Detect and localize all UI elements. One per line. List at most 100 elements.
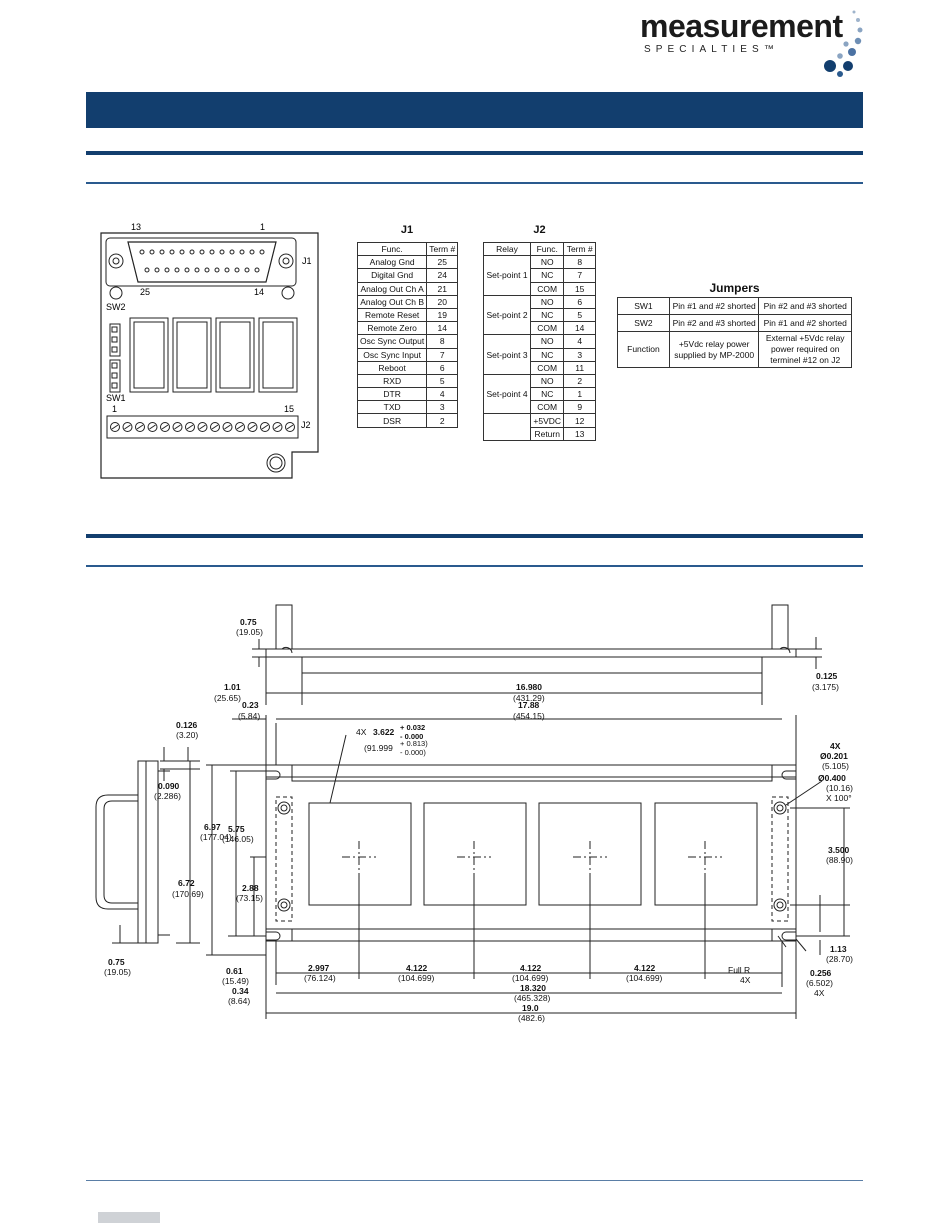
- j2-term-cell: 3: [563, 347, 596, 362]
- dim-0126-label: 0.126: [176, 720, 198, 730]
- j2-term-cell: 5: [563, 307, 596, 323]
- j2-func-cell: +5VDC: [530, 413, 565, 428]
- jumper-option-b-cell: External +5Vdc relay power required on t…: [758, 331, 852, 368]
- csk-angle-label: X 100°: [826, 793, 852, 803]
- section-rule-bottom: [86, 182, 863, 184]
- j1-func-cell: RXD: [356, 373, 428, 389]
- dim-113-mm-label: (28.70): [826, 954, 853, 964]
- dim-4122-c-label: 4.122: [634, 963, 656, 973]
- dim-075-mm-label: (19.05): [236, 627, 263, 637]
- j2-header-term: Term #: [563, 241, 596, 257]
- dim-101-mm-label: (25.65): [214, 693, 241, 703]
- dim-061-mm-label: (15.49): [222, 976, 249, 986]
- j2-term-cell: 15: [563, 281, 596, 296]
- mechanical-drawing: 0.75 (19.05) 1.01 (25.65) 16.980 (431.29…: [95, 604, 853, 1023]
- csk-dia-mm-label: (10.16): [826, 783, 853, 793]
- dim-16980-mm-label: (431.29): [513, 693, 545, 703]
- footer-page-marker: [98, 1212, 160, 1223]
- dim-2997-label: 2.997: [308, 963, 330, 973]
- jumper-name-cell: Function: [617, 331, 670, 368]
- dim-672-label: 6.72: [178, 878, 195, 888]
- dim-075-label: 0.75: [240, 617, 257, 627]
- pin-14-label: 14: [254, 287, 264, 297]
- dim-0125-label: 0.125: [816, 671, 838, 681]
- j2-func-cell: NO: [530, 373, 565, 389]
- dim-288-label: 2.88: [242, 883, 259, 893]
- board-diagram: 13 1 J1 25 14 SW2 3 2 1 3 2 1 SW1 1 15 J…: [100, 222, 319, 479]
- header-banner: [86, 92, 863, 128]
- dim-0256-qty-label: 4X: [814, 988, 825, 998]
- j2-connector-label: J2: [301, 420, 311, 430]
- j2-term-cell: 13: [563, 426, 596, 441]
- jumper-name-cell: SW2: [617, 314, 670, 332]
- j2-func-cell: NC: [530, 268, 565, 283]
- j1-func-cell: Analog Out Ch B: [356, 294, 428, 309]
- j1-term-cell: 25: [426, 255, 459, 270]
- logo-subtitle: SPECIALTIES™: [644, 44, 779, 55]
- dim-061-label: 0.61: [226, 966, 243, 976]
- j1-term-cell: 5: [426, 373, 459, 389]
- j1-term-cell: 8: [426, 334, 459, 349]
- jumper-option-b-cell: Pin #1 and #2 shorted: [758, 314, 852, 332]
- csk-dia-label: Ø0.400: [818, 773, 846, 783]
- dim-4122-b-mm-label: (104.699): [512, 973, 549, 983]
- dim-2997-mm-label: (76.124): [304, 973, 336, 983]
- j1-term-cell: 2: [426, 413, 459, 428]
- cutout-tol-in-minus: - 0.000: [400, 732, 423, 741]
- j1-func-cell: TXD: [356, 400, 428, 415]
- cutout-tol-in-plus: + 0.032: [400, 723, 425, 732]
- dim-0256-mm-label: (6.502): [806, 978, 833, 988]
- dim-672-mm-label: (170.69): [172, 889, 204, 899]
- cutout-in-label: 3.622: [373, 727, 395, 737]
- dim-034-label: 0.34: [232, 986, 249, 996]
- footer-rule: [86, 1180, 863, 1181]
- full-r-label: Full R: [728, 965, 750, 975]
- dim-3500-mm-label: (88.90): [826, 855, 853, 865]
- j1-term-cell: 4: [426, 387, 459, 402]
- j2-term-cell: 2: [563, 373, 596, 389]
- dim-3500-label: 3.500: [828, 845, 850, 855]
- dim-023-label: 0.23: [242, 700, 259, 710]
- dim-190-label: 19.0: [522, 1003, 539, 1013]
- j2-term-cell: 7: [563, 268, 596, 283]
- j2-func-cell: COM: [530, 360, 565, 375]
- j2-term-cell: 14: [563, 321, 596, 336]
- j1-term-cell: 24: [426, 268, 459, 283]
- j1-term-cell: 3: [426, 400, 459, 415]
- dim-0090-mm-label: (2.286): [154, 791, 181, 801]
- dim-1788-label: 17.88: [518, 700, 540, 710]
- dim-023-mm-label: (5.84): [238, 711, 260, 721]
- pin-13-label: 13: [131, 222, 141, 232]
- j1-header-func: Func.: [356, 241, 428, 257]
- j2-header-relay: Relay: [482, 241, 532, 257]
- dim-288-mm-label: (73.15): [236, 893, 263, 903]
- j2-term-cell: 8: [563, 255, 596, 270]
- dim-4122-a-mm-label: (104.699): [398, 973, 435, 983]
- j1-term-cell: 7: [426, 347, 459, 362]
- dim-0256-label: 0.256: [810, 968, 832, 978]
- j2-func-cell: NO: [530, 294, 565, 309]
- j2-term-cell: 9: [563, 400, 596, 415]
- j2-func-cell: NC: [530, 347, 565, 362]
- pin-25-label: 25: [140, 287, 150, 297]
- j1-func-cell: Remote Reset: [356, 307, 428, 323]
- sw1-label: SW1: [106, 393, 126, 403]
- dim-16980-label: 16.980: [516, 682, 542, 692]
- j2-table-caption: J2: [533, 224, 546, 236]
